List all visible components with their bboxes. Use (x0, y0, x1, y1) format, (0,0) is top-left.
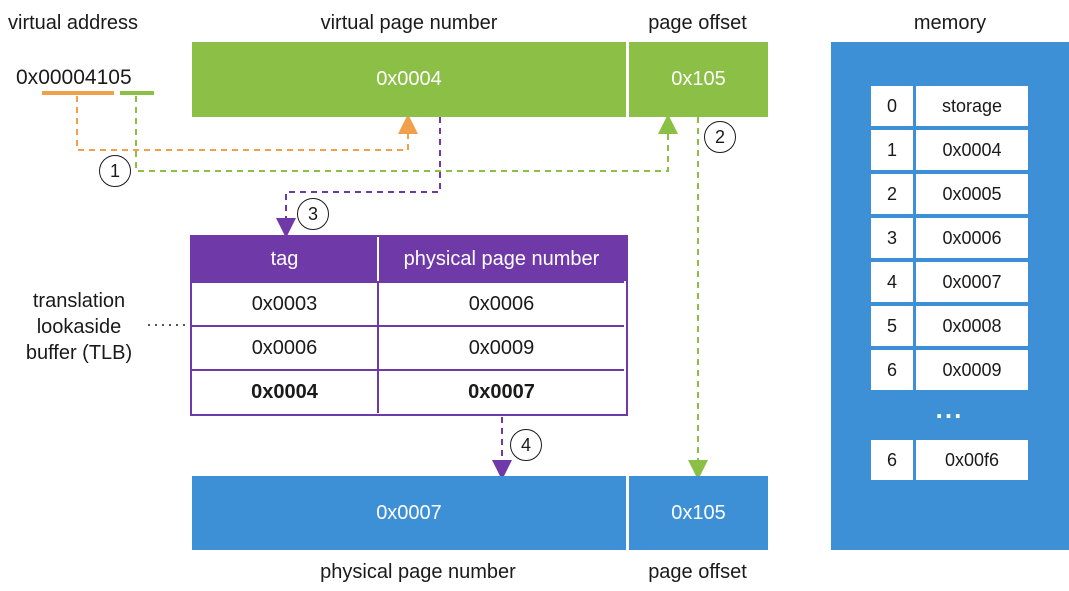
virtual-page-offset-box: 0x105 (629, 42, 768, 117)
step-3-marker: 3 (297, 198, 329, 230)
address-mid-part: 4 (84, 66, 97, 89)
memory-value: 0x0006 (916, 218, 1028, 258)
offset-arrow (135, 96, 678, 172)
memory-label: memory (913, 12, 987, 34)
tlb-tag-cell: 0x0006 (192, 325, 379, 369)
memory-value: storage (916, 86, 1028, 126)
memory-index: 6 (871, 440, 913, 480)
memory-value: 0x0005 (916, 174, 1028, 214)
address-vpn-part: 0000 (38, 66, 85, 89)
tlb-header-tag: tag (192, 237, 379, 281)
memory-block: 0 storage 1 0x0004 2 0x0005 3 0x0006 4 0… (831, 42, 1069, 550)
memory-row: 6 0x0009 (871, 350, 1028, 390)
tlb-row-hit: 0x0004 0x0007 (192, 369, 626, 413)
tlb-tag-cell: 0x0003 (192, 281, 379, 325)
memory-row: 5 0x0008 (871, 306, 1028, 346)
memory-row: 3 0x0006 (871, 218, 1028, 258)
memory-index: 5 (871, 306, 913, 346)
tlb-ppn-cell: 0x0007 (379, 369, 624, 413)
memory-index: 1 (871, 130, 913, 170)
virtual-page-number-box: 0x0004 (192, 42, 626, 117)
memory-index: 2 (871, 174, 913, 214)
step-2-marker: 2 (704, 121, 736, 153)
step-4-marker: 4 (510, 429, 542, 461)
tlb-table: tag physical page number 0x0003 0x0006 0… (190, 235, 628, 416)
memory-row: 2 0x0005 (871, 174, 1028, 214)
memory-row: 1 0x0004 (871, 130, 1028, 170)
memory-index: 3 (871, 218, 913, 258)
memory-ellipsis: ... (935, 394, 964, 424)
physical-page-number-label: physical page number (320, 561, 516, 583)
tlb-header-ppn: physical page number (403, 247, 600, 270)
memory-value: 0x0008 (916, 306, 1028, 346)
tlb-ppn-cell: 0x0006 (379, 281, 624, 325)
virtual-address-value: 0x00004105 (16, 66, 132, 90)
address-prefix: 0x (16, 66, 39, 89)
page-offset-bottom-label: page offset (648, 561, 747, 583)
tlb-ppn-cell: 0x0009 (379, 325, 624, 369)
tlb-label: translation lookaside buffer (TLB) (25, 290, 133, 364)
memory-value: 0x00f6 (916, 440, 1028, 480)
tlb-header-row: tag physical page number (192, 237, 626, 281)
memory-row-last: 6 0x00f6 (871, 440, 1028, 480)
virtual-page-number-label: virtual page number (320, 12, 498, 34)
tlb-row: 0x0006 0x0009 (192, 325, 626, 369)
memory-index: 0 (871, 86, 913, 126)
memory-row: 0 storage (871, 86, 1028, 126)
memory-value: 0x0004 (916, 130, 1028, 170)
page-offset-top-label: page offset (648, 12, 747, 34)
memory-row: 4 0x0007 (871, 262, 1028, 302)
memory-value: 0x0007 (916, 262, 1028, 302)
tlb-row: 0x0003 0x0006 (192, 281, 626, 325)
memory-index: 4 (871, 262, 913, 302)
memory-value: 0x0009 (916, 350, 1028, 390)
virtual-address-label: virtual address (8, 12, 139, 34)
memory-index: 6 (871, 350, 913, 390)
vpn-arrow (76, 96, 418, 151)
physical-page-offset-box: 0x105 (629, 476, 768, 550)
tlb-lookup-arrow (276, 117, 441, 238)
physical-page-number-box: 0x0007 (192, 476, 626, 550)
tlb-tag-cell: 0x0004 (192, 369, 379, 413)
step-1-marker: 1 (99, 155, 131, 187)
address-offset-part: 105 (96, 66, 132, 89)
